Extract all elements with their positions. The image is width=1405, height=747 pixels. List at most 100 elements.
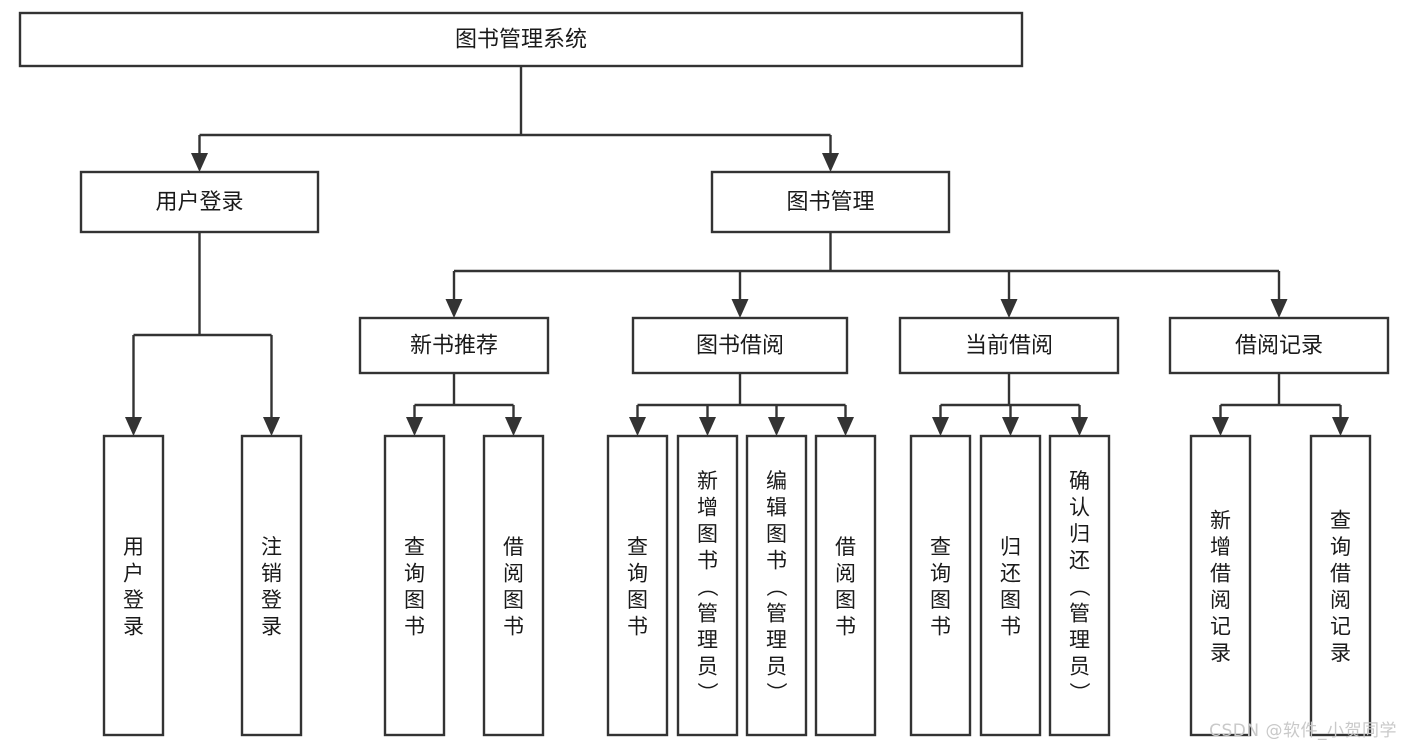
connector-edge-borrow-record-to-leaves	[1212, 373, 1349, 436]
arrow-head	[731, 299, 749, 318]
svg-text:员: 员	[697, 654, 718, 678]
svg-text:借: 借	[503, 535, 524, 559]
svg-text:编: 编	[766, 469, 787, 493]
arrow-head	[1071, 417, 1088, 436]
arrow-head	[125, 417, 142, 436]
node-book-borrow[interactable]: 图书借阅	[631, 316, 849, 375]
svg-text:登: 登	[261, 588, 282, 612]
node-borrow-record[interactable]: 借阅记录	[1168, 316, 1390, 375]
arrow-head	[1332, 417, 1349, 436]
svg-text:录: 录	[1210, 641, 1231, 665]
node-box-book-borrow	[631, 316, 849, 375]
svg-text:录: 录	[1330, 641, 1351, 665]
node-layer: 图书管理系统用户登录用户登录注销登录图书管理新书推荐查询图书借阅图书图书借阅查询…	[18, 11, 1390, 737]
svg-text:）: ）	[764, 682, 788, 703]
svg-text:理: 理	[697, 628, 718, 652]
node-label-user-login: 用户登录	[155, 190, 243, 215]
svg-text:图: 图	[930, 588, 951, 612]
svg-text:还: 还	[1069, 548, 1090, 572]
node-box-user-login	[79, 170, 320, 234]
svg-text:记: 记	[1330, 615, 1351, 639]
node-book-manage[interactable]: 图书管理	[710, 170, 951, 234]
svg-text:询: 询	[404, 562, 425, 586]
svg-text:阅: 阅	[1210, 588, 1231, 612]
node-new-book-rec[interactable]: 新书推荐	[358, 316, 550, 375]
svg-text:确: 确	[1069, 469, 1090, 493]
node-box-borrow-book-2	[814, 434, 877, 737]
svg-text:查: 查	[1330, 509, 1351, 533]
arrow-head	[1000, 299, 1018, 318]
arrow-head	[505, 417, 522, 436]
node-box-query-borrow-record	[1309, 434, 1372, 737]
svg-text:员: 员	[766, 654, 787, 678]
svg-text:归: 归	[1069, 522, 1090, 546]
svg-text:认: 认	[1069, 495, 1090, 519]
arrow-head	[932, 417, 949, 436]
svg-text:销: 销	[261, 562, 282, 586]
arrow-head	[629, 417, 646, 436]
svg-text:借: 借	[835, 535, 856, 559]
svg-text:管: 管	[766, 601, 787, 625]
svg-text:新: 新	[697, 469, 718, 493]
svg-text:书: 书	[503, 615, 524, 639]
node-label-book-borrow: 图书借阅	[696, 334, 784, 359]
svg-text:还: 还	[1000, 562, 1021, 586]
svg-text:辑: 辑	[766, 495, 787, 519]
connector-edge-new-book-rec-to-leaves	[406, 373, 522, 436]
svg-text:图: 图	[697, 522, 718, 546]
svg-text:书: 书	[404, 615, 425, 639]
svg-text:图: 图	[1000, 588, 1021, 612]
svg-text:借: 借	[1330, 562, 1351, 586]
svg-text:书: 书	[627, 615, 648, 639]
node-user-login[interactable]: 用户登录	[79, 170, 320, 234]
svg-text:阅: 阅	[1330, 588, 1351, 612]
svg-text:（: （	[1067, 576, 1091, 597]
svg-text:增: 增	[697, 495, 718, 519]
node-box-return-book	[979, 434, 1042, 737]
node-box-borrow-record	[1168, 316, 1390, 375]
node-box-confirm-return	[1048, 434, 1111, 737]
svg-text:书: 书	[1000, 615, 1021, 639]
svg-text:录: 录	[261, 615, 282, 639]
node-user-login-do[interactable]: 用户登录	[102, 434, 165, 737]
svg-text:书: 书	[835, 615, 856, 639]
svg-text:询: 询	[1330, 535, 1351, 559]
connector-edge-current-borrow-to-leaves	[932, 373, 1088, 436]
node-current-borrow[interactable]: 当前借阅	[898, 316, 1120, 375]
svg-text:）: ）	[695, 682, 719, 703]
node-box-user-login-do	[102, 434, 165, 737]
svg-text:理: 理	[766, 628, 787, 652]
node-label-book-manage: 图书管理	[786, 190, 874, 215]
svg-text:户: 户	[123, 562, 144, 586]
node-box-query-book-1	[383, 434, 446, 737]
svg-text:录: 录	[123, 615, 144, 639]
node-root[interactable]: 图书管理系统	[18, 11, 1024, 68]
node-label-root: 图书管理系统	[455, 28, 587, 53]
svg-text:书: 书	[697, 548, 718, 572]
node-label-new-book-rec: 新书推荐	[410, 334, 498, 359]
svg-text:增: 增	[1210, 535, 1231, 559]
connector-edge-book-manage-to-level3	[445, 232, 1288, 318]
svg-text:管: 管	[1069, 601, 1090, 625]
node-box-user-logout	[240, 434, 303, 737]
arrow-head	[1270, 299, 1288, 318]
